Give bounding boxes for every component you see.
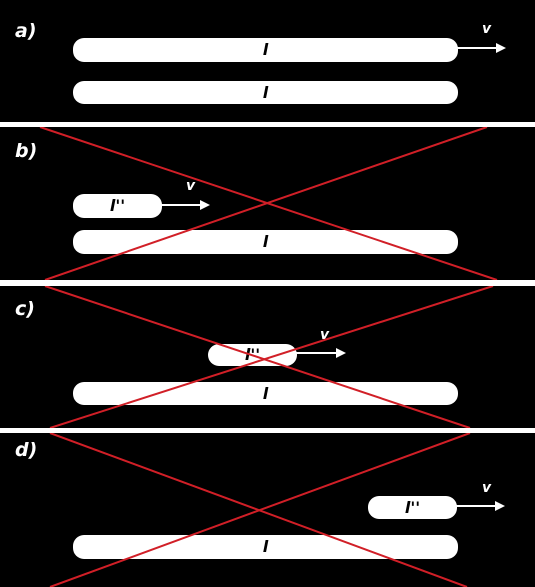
velocity-arrow-icon <box>456 43 506 53</box>
rod-length-label: l <box>262 384 269 403</box>
rod-stationary: l <box>73 382 458 405</box>
panel-b: b) l'' v l <box>0 127 535 280</box>
rod-stationary: l <box>73 230 458 254</box>
rod-moving-long: l <box>73 38 458 62</box>
rod-length-label: l'' <box>404 498 421 517</box>
cross-out-icon <box>49 433 471 587</box>
rod-length-label: l <box>262 40 269 59</box>
rod-moving-contracted: l'' <box>73 194 162 218</box>
panel-label: c) <box>15 298 35 320</box>
rod-length-label: l <box>262 83 269 102</box>
rod-length-label: l <box>262 232 269 251</box>
cross-out-icon <box>44 286 494 428</box>
velocity-arrow-icon <box>296 348 346 358</box>
rod-moving-contracted: l'' <box>368 496 457 519</box>
panel-a: a) l v l <box>0 0 535 122</box>
velocity-label: v <box>482 480 492 496</box>
rod-length-label: l <box>262 537 269 556</box>
velocity-label: v <box>320 327 330 343</box>
velocity-label: v <box>186 178 196 194</box>
velocity-arrow-icon <box>455 501 505 511</box>
panel-label: a) <box>15 20 37 42</box>
velocity-arrow-icon <box>160 200 210 210</box>
panel-d: d) l'' v l <box>0 433 535 587</box>
rod-length-label: l'' <box>109 196 126 215</box>
panel-label: d) <box>15 439 38 461</box>
velocity-label: v <box>482 21 492 37</box>
panel-c: c) l'' v l <box>0 286 535 428</box>
panel-label: b) <box>15 140 38 162</box>
rod-stationary: l <box>73 81 458 104</box>
cross-out-icon <box>39 127 498 280</box>
